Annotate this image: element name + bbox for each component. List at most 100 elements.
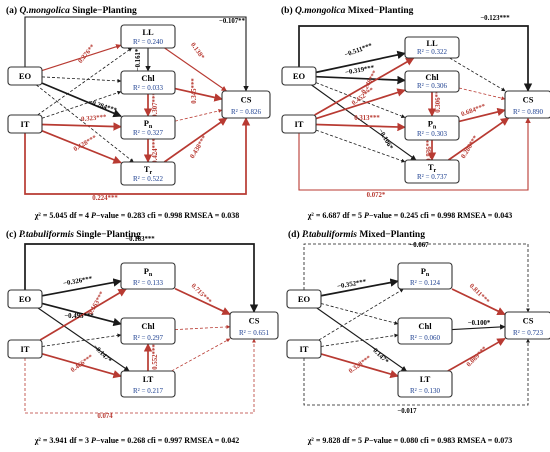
node-r-squared: R² = 0.890 [513, 108, 543, 116]
path-arrow-b-IT-Tr [315, 129, 406, 163]
panel-title-prefix: (b) [281, 5, 295, 16]
path-arrow-c-EO-LT [37, 307, 130, 372]
node-box [404, 115, 460, 141]
path-coefficient-a-Chl-Pn: 0.307*** [152, 92, 159, 118]
path-coefficient-b-bottom: 0.072* [367, 192, 386, 199]
node-box [120, 262, 176, 290]
node-r-squared: R² = 0.240 [133, 38, 163, 46]
path-coefficient-a-Pn-Tr: 0.424*** [152, 138, 159, 164]
path-arrow-b-Pn-CS [458, 107, 506, 123]
node-label: Pn [144, 266, 153, 278]
node-r-squared: R² = 0.522 [133, 175, 163, 183]
node-box [281, 114, 317, 134]
path-arrow-b-Chl-CS [458, 87, 506, 101]
node-label: LL [142, 27, 154, 37]
path-arrow-b-EO-Tr [311, 84, 417, 161]
panel-title-species: Q.mongolica [19, 6, 70, 16]
node-box [404, 159, 460, 184]
node-label: EO [19, 71, 32, 81]
node-b-CS: CS R² = 0.890 [504, 90, 550, 119]
path-coefficient-b-IT-Pn: 0.313*** [354, 115, 380, 122]
panel-title-species: P.tabuliformis [19, 230, 74, 240]
path-arrow-c-EO-CS-top [24, 243, 259, 313]
path-arrow-b-EO-CS-top [298, 25, 533, 92]
path-coefficient-d-top: −0.067 [409, 242, 429, 249]
path-arrow-d-Chl-CS [451, 324, 506, 331]
path-arrow-d-Pn-CS [451, 288, 506, 316]
node-label: EO [293, 71, 306, 81]
node-b-EO: EO [281, 66, 317, 86]
path-arrow-d-EO-Pn [320, 278, 399, 297]
node-box [120, 161, 176, 186]
panel-title-suffix: Mixed−Planting [357, 230, 425, 240]
node-label: IT [21, 344, 30, 354]
node-label: EO [298, 294, 311, 304]
path-arrow-a-Pn-CS [174, 109, 223, 122]
path-arrow-b-Tr-CS [447, 117, 510, 161]
node-label: IT [21, 119, 30, 129]
path-arrow-c-LT-CS [171, 338, 231, 372]
path-coefficient-a-bottom: 0.224*** [92, 195, 118, 202]
path-arrow-d-IT-Chl [320, 333, 399, 347]
path-coefficient-c-EO-Pn: −0.326*** [63, 275, 94, 287]
node-r-squared: R² = 0.033 [133, 84, 163, 92]
path-coefficient-a-IT-Tr: 0.428*** [72, 134, 98, 153]
path-coefficient-a-LL-CS: 0.138* [189, 41, 206, 61]
node-box [397, 262, 453, 290]
node-d-EO: EO [286, 289, 322, 309]
path-arrow-a-EO-CS-top [24, 16, 249, 92]
path-arrow-a-EO-LL [41, 44, 122, 72]
node-r-squared: R² = 0.651 [239, 329, 269, 337]
path-arrow-a-EO-Tr [36, 84, 134, 163]
path-coefficient-b-EO-Tr: −0.106* [377, 128, 395, 152]
node-r-squared: R² = 0.737 [417, 173, 447, 181]
path-arrow-c-Chl-CS [174, 324, 231, 330]
node-label: Chl [425, 72, 439, 82]
node-c-IT: IT [7, 339, 43, 359]
node-label: Chl [141, 73, 155, 83]
panel-title-d: (d) P.tabuliformis Mixed−Planting [288, 229, 425, 240]
node-r-squared: R² = 0.060 [410, 334, 440, 342]
path-coefficient-c-EO-Chl: −0.495*** [64, 313, 94, 320]
node-box [504, 90, 550, 119]
node-label: Pn [428, 118, 437, 130]
path-arrow-b-IT-LL [314, 57, 415, 116]
path-arrow-c-Pn-CS [174, 287, 231, 316]
panel-title-suffix: Mixed−Planting [345, 6, 413, 16]
path-arrow-d-EO-CS-top [303, 243, 530, 313]
path-arrow-a-IT-Pn [41, 122, 122, 131]
panel-title-b: (b) Q.mongolica Mixed−Planting [281, 5, 414, 16]
node-label: CS [523, 95, 534, 105]
path-coefficient-c-bottom: 0.074 [97, 413, 113, 420]
path-arrow-c-IT-Pn [39, 288, 127, 341]
node-label: Pn [144, 118, 153, 130]
node-label: CS [241, 95, 252, 105]
path-coefficient-c-Pn-CS: 0.715*** [190, 282, 213, 305]
path-coefficient-a-LL-Chl: −0.161* [135, 48, 142, 71]
node-box [7, 66, 43, 86]
path-arrow-c-EO-Pn [41, 278, 122, 297]
panel-title-suffix: Single−Planting [74, 230, 141, 240]
node-box [281, 66, 317, 86]
panel-title-prefix: (a) [6, 5, 19, 16]
node-r-squared: R² = 0.723 [513, 329, 543, 337]
path-coefficient-a-IT-Pn: 0.323*** [81, 114, 108, 123]
path-coefficient-c-LT-Chl: 0.552*** [152, 344, 159, 370]
node-label: EO [19, 294, 32, 304]
path-arrow-b-EO-Chl [315, 75, 406, 85]
node-r-squared: R² = 0.327 [133, 129, 163, 137]
node-r-squared: R² = 0.124 [410, 279, 440, 287]
panel-title-prefix: (d) [288, 229, 302, 240]
node-r-squared: R² = 0.217 [133, 387, 163, 395]
path-arrow-a-LL-CS [164, 47, 227, 92]
path-coefficient-d-bottom: −0.017 [397, 408, 417, 415]
